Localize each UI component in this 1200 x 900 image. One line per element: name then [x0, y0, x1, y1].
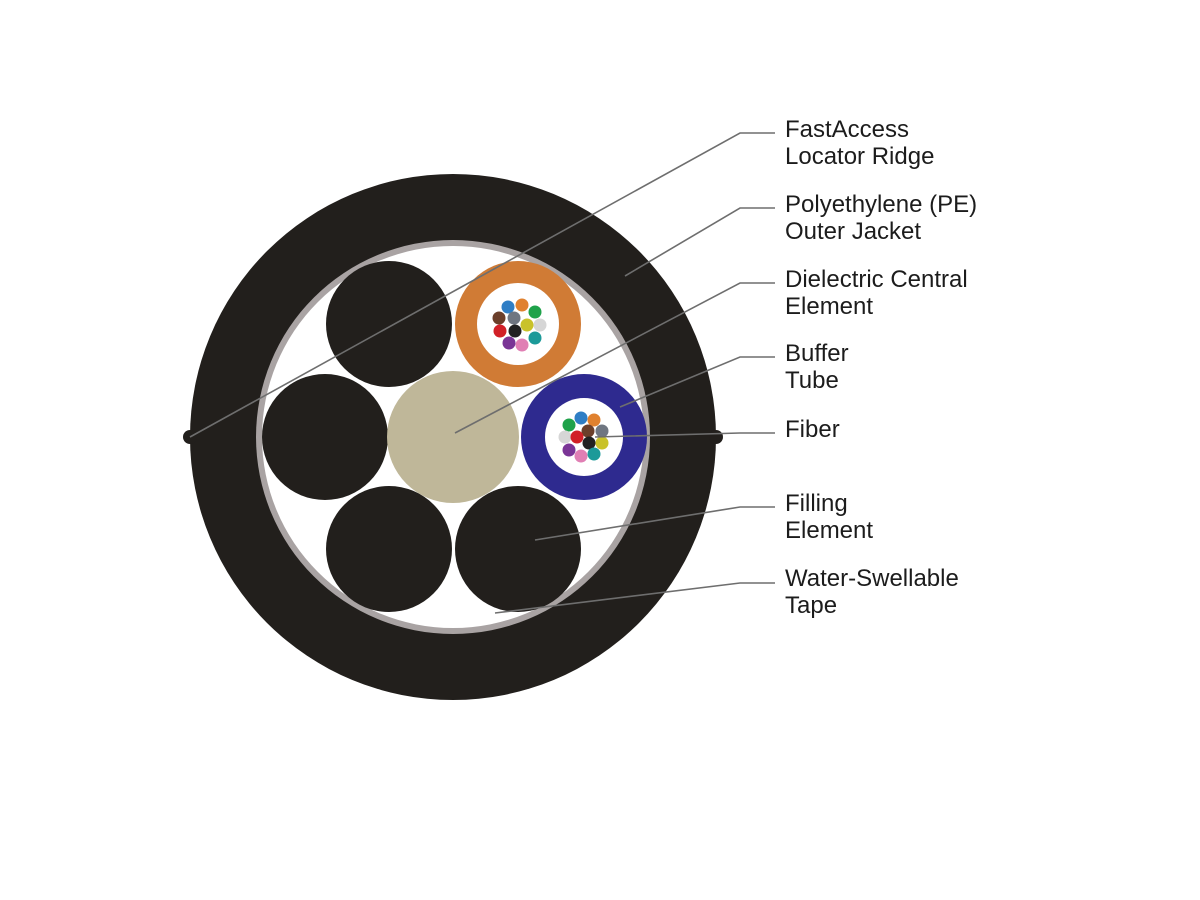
fiber: [562, 443, 576, 457]
label-line: Buffer: [785, 340, 849, 367]
fiber: [570, 430, 584, 444]
label-line: FastAccess: [785, 116, 910, 143]
fiber: [528, 305, 542, 319]
fiber: [493, 324, 507, 338]
fiber: [520, 318, 534, 332]
label-line: Tube: [785, 367, 839, 394]
fiber: [515, 298, 529, 312]
label-line: Locator Ridge: [785, 143, 935, 170]
fiber: [492, 311, 506, 325]
fiber: [581, 424, 595, 438]
leader-line-filling-element: [534, 506, 775, 541]
label-line: Fiber: [785, 416, 840, 443]
label-filling-element: Filling Element: [785, 490, 1115, 544]
fiber: [587, 413, 601, 427]
leader-line-fiber: [594, 432, 775, 438]
fiber: [528, 331, 542, 345]
label-line: Polyethylene (PE): [785, 191, 978, 218]
fiber: [574, 449, 588, 463]
label-line: Dielectric Central: [785, 266, 968, 293]
fiber: [558, 430, 572, 444]
filling-element: [326, 261, 452, 387]
leader-line-central-element: [454, 282, 775, 434]
fiber: [595, 436, 609, 450]
leader-line-buffer-tube: [619, 356, 775, 408]
fiber: [582, 436, 596, 450]
filling-element: [326, 486, 452, 612]
leader-line-water-tape: [494, 582, 775, 614]
fiber: [501, 300, 515, 314]
label-fiber: Fiber: [785, 416, 1115, 443]
fiber: [502, 336, 516, 350]
locator-ridge-right: [709, 430, 723, 444]
label-buffer-tube: Buffer Tube: [785, 340, 1115, 394]
fiber: [595, 424, 609, 438]
fiber: [562, 418, 576, 432]
fiber-bundle-blue: [558, 411, 609, 463]
leader-line-locator-ridge: [189, 132, 775, 438]
label-dielectric-central-element: Dielectric Central Element: [785, 266, 1115, 320]
fiber: [533, 318, 547, 332]
fiber: [515, 338, 529, 352]
leader-lines: [189, 132, 775, 614]
filling-elements: [262, 261, 581, 612]
filling-element: [455, 486, 581, 612]
label-line: Element: [785, 517, 874, 544]
fiber: [507, 311, 521, 325]
buffer-tube-orange: [455, 261, 581, 387]
label-line: Outer Jacket: [785, 218, 922, 245]
buffer-tube-orange-interior: [477, 283, 559, 365]
label-line: Element: [785, 293, 874, 320]
label-water-swellable-tape: Water-Swellable Tape: [785, 565, 1115, 619]
leader-line-outer-jacket: [624, 207, 775, 277]
dielectric-central-element: [387, 371, 519, 503]
label-polyethylene-outer-jacket: Polyethylene (PE) Outer Jacket: [785, 191, 1115, 245]
fiber: [587, 447, 601, 461]
label-line: Water-Swellable: [785, 565, 959, 592]
label-fastaccess-locator-ridge: FastAccess Locator Ridge: [785, 116, 1115, 170]
label-line: Filling: [785, 490, 848, 517]
buffer-tube-blue-interior: [545, 398, 623, 476]
buffer-tube-blue: [521, 374, 647, 500]
filling-element: [262, 374, 388, 500]
fiber-bundle-orange: [492, 298, 547, 352]
fiber: [508, 324, 522, 338]
fiber: [574, 411, 588, 425]
label-line: Tape: [785, 592, 838, 619]
